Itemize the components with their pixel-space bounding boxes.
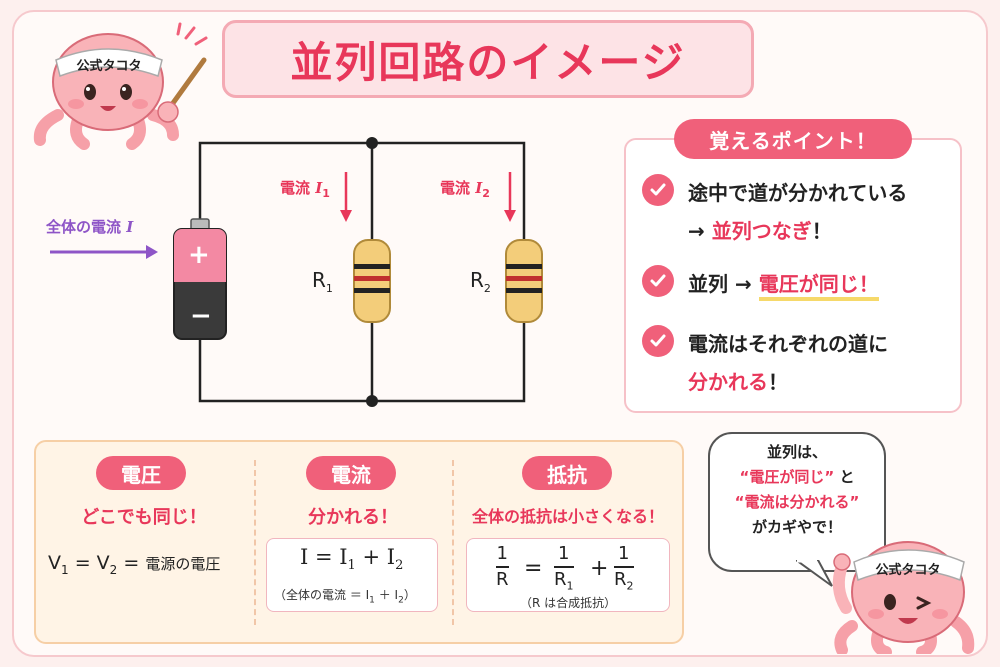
voltage-equation: V1 = V2 = 電源の電圧	[48, 552, 221, 577]
point2-arrow: →	[734, 272, 752, 296]
point1-highlight: 並列つなぎ	[711, 219, 812, 243]
current-equation: I = I1 + I2	[300, 545, 404, 574]
point-item-3: 電流はそれぞれの道に 分かれる！	[642, 325, 888, 401]
title-box: 並列回路のイメージ	[222, 20, 754, 98]
voltage-tag: 電圧	[96, 456, 186, 490]
speech-bubble	[708, 432, 886, 572]
points-header: 覚えるポイント！	[674, 119, 912, 159]
point1-end: ！	[811, 219, 832, 243]
points-panel	[624, 138, 962, 413]
resistance-plus: +	[590, 556, 609, 581]
resistance-equation-box	[466, 538, 670, 612]
r2-label: R2	[470, 268, 491, 295]
octopus-mascot-top: 公式タコタ	[28, 20, 208, 150]
current-note: （全体の電流 ＝ I1 ＋ I2）	[274, 588, 416, 606]
current-equation-box	[266, 538, 438, 612]
octopus-mascot-bottom: 公式タコタ	[826, 508, 986, 654]
point1-line1: 途中で道が分かれている	[688, 181, 908, 205]
point-item-2: 並列 → 電圧が同じ！	[642, 265, 879, 303]
total-current-label: 全体の電流 I	[46, 218, 134, 236]
branch1-current-label: 電流 I1	[280, 179, 330, 200]
mascot-headband-text: 公式タコタ	[875, 562, 940, 578]
r1-label: R1	[312, 268, 333, 295]
voltage-subtitle: どこでも同じ！	[81, 507, 207, 528]
divider	[254, 460, 256, 625]
mascot-headband-text: 公式タコタ	[76, 58, 141, 74]
point1-arrow: →	[688, 219, 705, 243]
point3-line1: 電流はそれぞれの道に	[688, 332, 888, 356]
page-title: 並列回路のイメージ	[290, 37, 686, 87]
point3-end: ！	[768, 370, 788, 394]
check-icon	[642, 174, 674, 206]
resistance-tag: 抵抗	[522, 456, 612, 490]
check-icon	[642, 325, 674, 357]
check-icon	[642, 265, 674, 297]
point3-highlight: 分かれる	[688, 370, 768, 394]
branch2-current-label: 電流 I2	[440, 179, 490, 200]
resistance-subtitle: 全体の抵抗は小さくなる！	[471, 507, 664, 526]
point2-end: ！	[858, 272, 879, 301]
battery-minus-label: −	[190, 301, 212, 331]
current-subtitle: 分かれる！	[308, 507, 398, 528]
point2-prefix: 並列	[688, 272, 728, 296]
resistance-equals: =	[524, 556, 543, 581]
divider	[452, 460, 454, 625]
current-tag: 電流	[306, 456, 396, 490]
battery-plus-label: +	[188, 240, 210, 270]
resistance-note: （R は合成抵抗）	[520, 596, 617, 610]
speech-bubble-text: 並列は、 “電圧が同じ” と “電流は分かれる” がカギやで！	[734, 443, 860, 536]
point2-highlight: 電圧が同じ	[758, 272, 859, 301]
speech-bubble-tail	[796, 560, 833, 587]
point-item-1: 途中で道が分かれている → 並列つなぎ！	[642, 174, 907, 250]
